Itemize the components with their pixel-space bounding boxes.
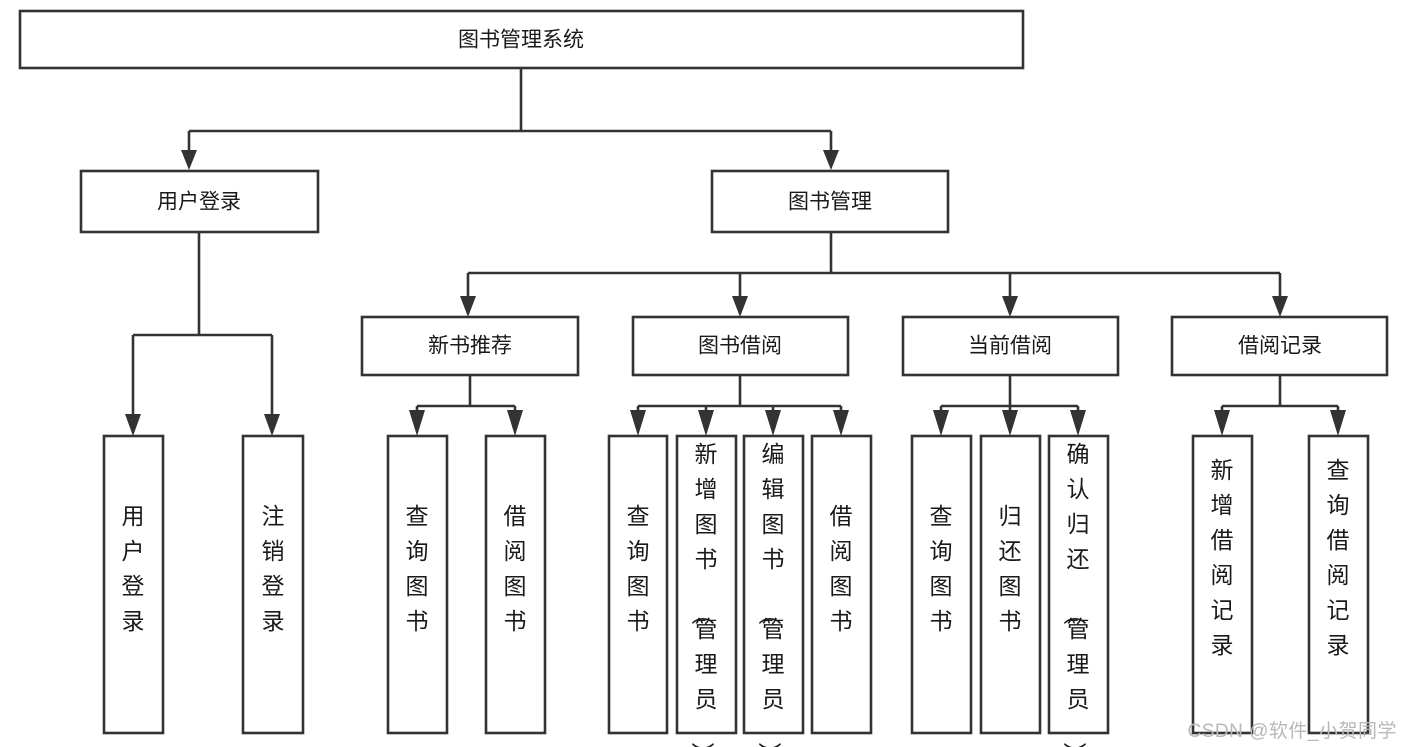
node-book-borrow-label: 图书借阅: [698, 335, 782, 358]
arrow-bb-leaf-2: [698, 410, 714, 436]
node-leaf-query-record-box[interactable]: [1307, 434, 1370, 735]
connector-layer: [125, 68, 1346, 436]
arrow-br-leaf-1: [1214, 410, 1230, 436]
arrow-user-login-leaf-1: [125, 414, 141, 436]
arrow-bm-book-borrow: [732, 296, 748, 317]
node-leaf-query-record[interactable]: 查询借阅记录: [1307, 434, 1370, 735]
node-current-borrow-label: 当前借阅: [968, 335, 1052, 358]
node-leaf-user-login[interactable]: 用户登录: [102, 434, 165, 735]
arrow-root-to-user-login: [181, 150, 197, 170]
node-leaf-query-book-2[interactable]: 查询图书: [607, 434, 669, 735]
node-root[interactable]: 图书管理系统: [18, 9, 1025, 70]
node-leaf-query-book-2-label: 查询图书: [627, 503, 650, 634]
arrow-bm-current-borrow: [1002, 296, 1018, 317]
csdn-watermark: CSDN @软件_小贺同学: [1187, 721, 1397, 742]
node-leaf-logout-login[interactable]: 注销登录: [241, 434, 305, 735]
node-current-borrow[interactable]: 当前借阅: [901, 315, 1120, 377]
node-leaf-borrow-book-1[interactable]: 借阅图书: [484, 434, 547, 735]
node-borrow-record[interactable]: 借阅记录: [1170, 315, 1389, 377]
node-book-manage-label: 图书管理: [788, 191, 872, 214]
arrow-cb-leaf-1: [933, 410, 949, 436]
node-current-borrow-box[interactable]: [901, 315, 1120, 377]
node-leaf-borrow-book-2[interactable]: 借阅图书: [810, 434, 873, 735]
node-leaf-borrow-book-2-box[interactable]: [810, 434, 873, 735]
node-leaf-add-record[interactable]: 新增借阅记录: [1191, 434, 1254, 735]
node-leaf-edit-book-box[interactable]: [742, 434, 805, 735]
node-leaf-borrow-book-1-box[interactable]: [484, 434, 547, 735]
arrow-bm-borrow-record: [1272, 296, 1288, 317]
node-leaf-logout-login-label: 注销登录: [262, 503, 285, 634]
node-leaf-confirm-return-box[interactable]: [1047, 434, 1110, 735]
arrow-user-login-leaf-2: [264, 414, 280, 436]
node-book-borrow-box[interactable]: [631, 315, 850, 377]
node-leaf-borrow-book-2-label: 借阅图书: [830, 503, 853, 634]
node-leaf-query-book-3-label: 查询图书: [930, 503, 953, 634]
node-leaf-return-book-label: 归还图书: [999, 503, 1022, 634]
node-leaf-add-book-box[interactable]: [675, 434, 738, 735]
node-leaf-borrow-book-1-label: 借阅图书: [504, 503, 527, 634]
node-leaf-confirm-return-label: 确认归还（管理员）: [1062, 441, 1090, 747]
node-leaf-logout-login-box[interactable]: [241, 434, 305, 735]
node-leaf-add-record-label: 新增借阅记录: [1211, 457, 1234, 658]
node-leaf-query-book-2-box[interactable]: [607, 434, 669, 735]
node-leaf-confirm-return[interactable]: 确认归还（管理员）: [1047, 434, 1110, 747]
node-user-login-box[interactable]: [79, 169, 320, 234]
node-root-box[interactable]: [18, 9, 1025, 70]
arrow-nbr-leaf-2: [507, 410, 523, 436]
arrow-cb-leaf-3: [1070, 410, 1086, 436]
node-leaf-return-book[interactable]: 归还图书: [979, 434, 1042, 735]
node-user-login-label: 用户登录: [157, 191, 241, 214]
arrow-bb-leaf-3: [765, 410, 781, 436]
node-book-borrow[interactable]: 图书借阅: [631, 315, 850, 377]
node-leaf-query-book-3-box[interactable]: [910, 434, 973, 735]
node-leaf-add-record-box[interactable]: [1191, 434, 1254, 735]
arrow-bb-leaf-4: [833, 410, 849, 436]
arrow-cb-leaf-2: [1002, 410, 1018, 436]
node-leaf-user-login-box[interactable]: [102, 434, 165, 735]
node-leaf-query-book-1-box[interactable]: [386, 434, 449, 735]
node-leaf-query-record-label: 查询借阅记录: [1327, 457, 1350, 658]
node-leaf-add-book[interactable]: 新增图书（管理员）: [675, 434, 738, 747]
node-leaf-return-book-box[interactable]: [979, 434, 1042, 735]
node-borrow-record-box[interactable]: [1170, 315, 1389, 377]
arrow-root-to-book-manage: [823, 150, 839, 170]
node-book-manage[interactable]: 图书管理: [710, 169, 950, 234]
arrow-bb-leaf-1: [630, 410, 646, 436]
node-new-book-recommend-label: 新书推荐: [428, 335, 512, 358]
node-leaf-edit-book[interactable]: 编辑图书（管理员）: [742, 434, 805, 747]
node-new-book-recommend[interactable]: 新书推荐: [360, 315, 580, 377]
arrow-nbr-leaf-1: [409, 410, 425, 436]
node-leaf-query-book-1[interactable]: 查询图书: [386, 434, 449, 735]
node-leaf-query-book-1-label: 查询图书: [406, 503, 429, 634]
arrow-bm-new-book: [460, 296, 476, 317]
node-borrow-record-label: 借阅记录: [1238, 335, 1322, 358]
node-book-manage-box[interactable]: [710, 169, 950, 234]
node-leaf-query-book-3[interactable]: 查询图书: [910, 434, 973, 735]
node-user-login[interactable]: 用户登录: [79, 169, 320, 234]
node-leaf-edit-book-label: 编辑图书（管理员）: [757, 441, 785, 747]
arrow-br-leaf-2: [1330, 410, 1346, 436]
node-leaf-user-login-label: 用户登录: [122, 503, 145, 634]
node-root-label: 图书管理系统: [458, 29, 584, 52]
node-new-book-recommend-box[interactable]: [360, 315, 580, 377]
node-leaf-add-book-label: 新增图书（管理员）: [690, 441, 718, 747]
